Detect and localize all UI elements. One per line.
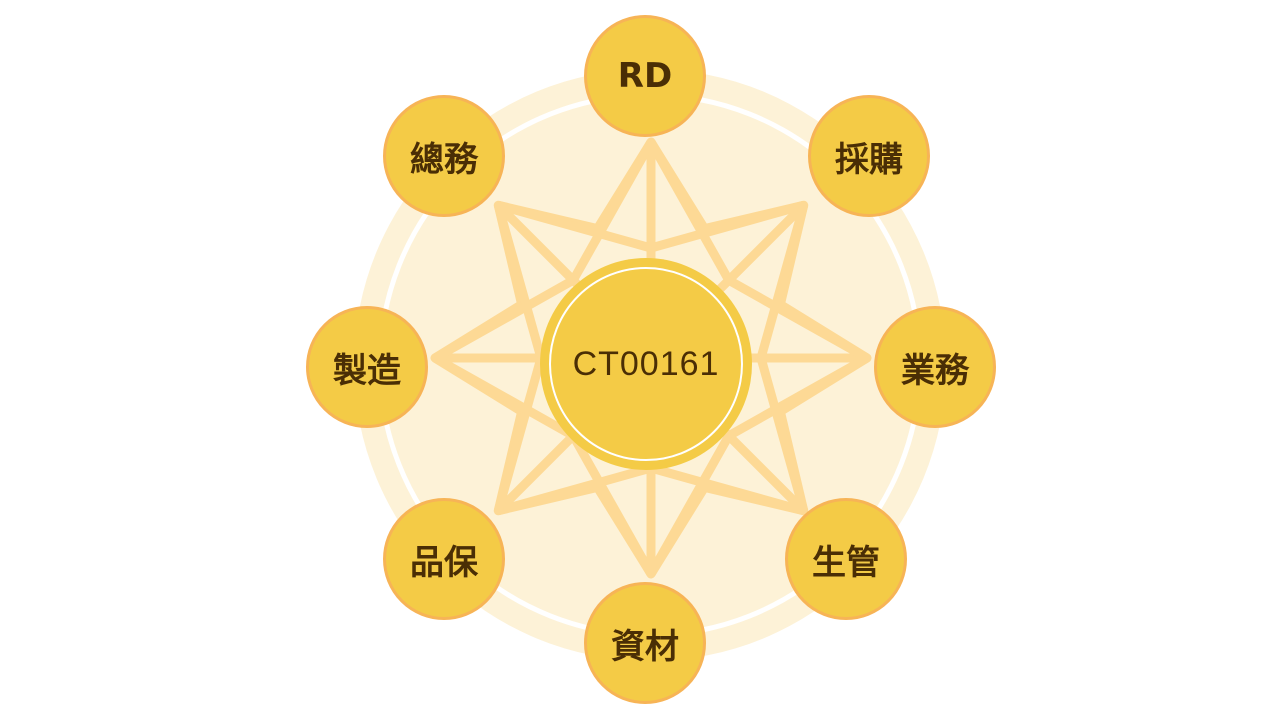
star-line [569, 433, 655, 577]
node-manufacturing[interactable]: 製造 [306, 306, 428, 428]
node-general-affairs[interactable]: 總務 [383, 95, 505, 217]
star-line [432, 354, 576, 440]
node-label: 採購 [835, 139, 903, 180]
star-line [493, 356, 546, 512]
star-line [497, 463, 653, 516]
star-line [497, 200, 653, 253]
star-line [649, 463, 805, 516]
node-procurement[interactable]: 採購 [808, 95, 930, 217]
star-line [493, 204, 546, 360]
center-label: CT00161 [572, 344, 720, 383]
center-ring: CT00161 [549, 267, 743, 461]
node-production-control[interactable]: 生管 [785, 498, 907, 620]
star-line [756, 356, 809, 512]
star-line [726, 276, 870, 362]
star-line [726, 354, 870, 440]
star-line [647, 139, 733, 283]
node-quality-assurance[interactable]: 品保 [383, 498, 505, 620]
node-label: 品保 [410, 542, 478, 583]
node-label: 生管 [812, 542, 880, 583]
node-label: 業務 [901, 350, 969, 391]
node-sales[interactable]: 業務 [874, 306, 996, 428]
node-label: 製造 [333, 350, 401, 391]
node-label: 總務 [410, 139, 478, 180]
node-rd[interactable]: RD [584, 15, 706, 137]
star-line [649, 200, 805, 253]
star-line [756, 204, 809, 360]
center-node[interactable]: CT00161 [540, 258, 752, 470]
star-line [569, 139, 655, 283]
node-materials[interactable]: 資材 [584, 582, 706, 704]
node-label: RD [617, 56, 673, 96]
node-label: 資材 [611, 626, 679, 667]
star-line [647, 433, 733, 577]
star-line [432, 276, 576, 362]
